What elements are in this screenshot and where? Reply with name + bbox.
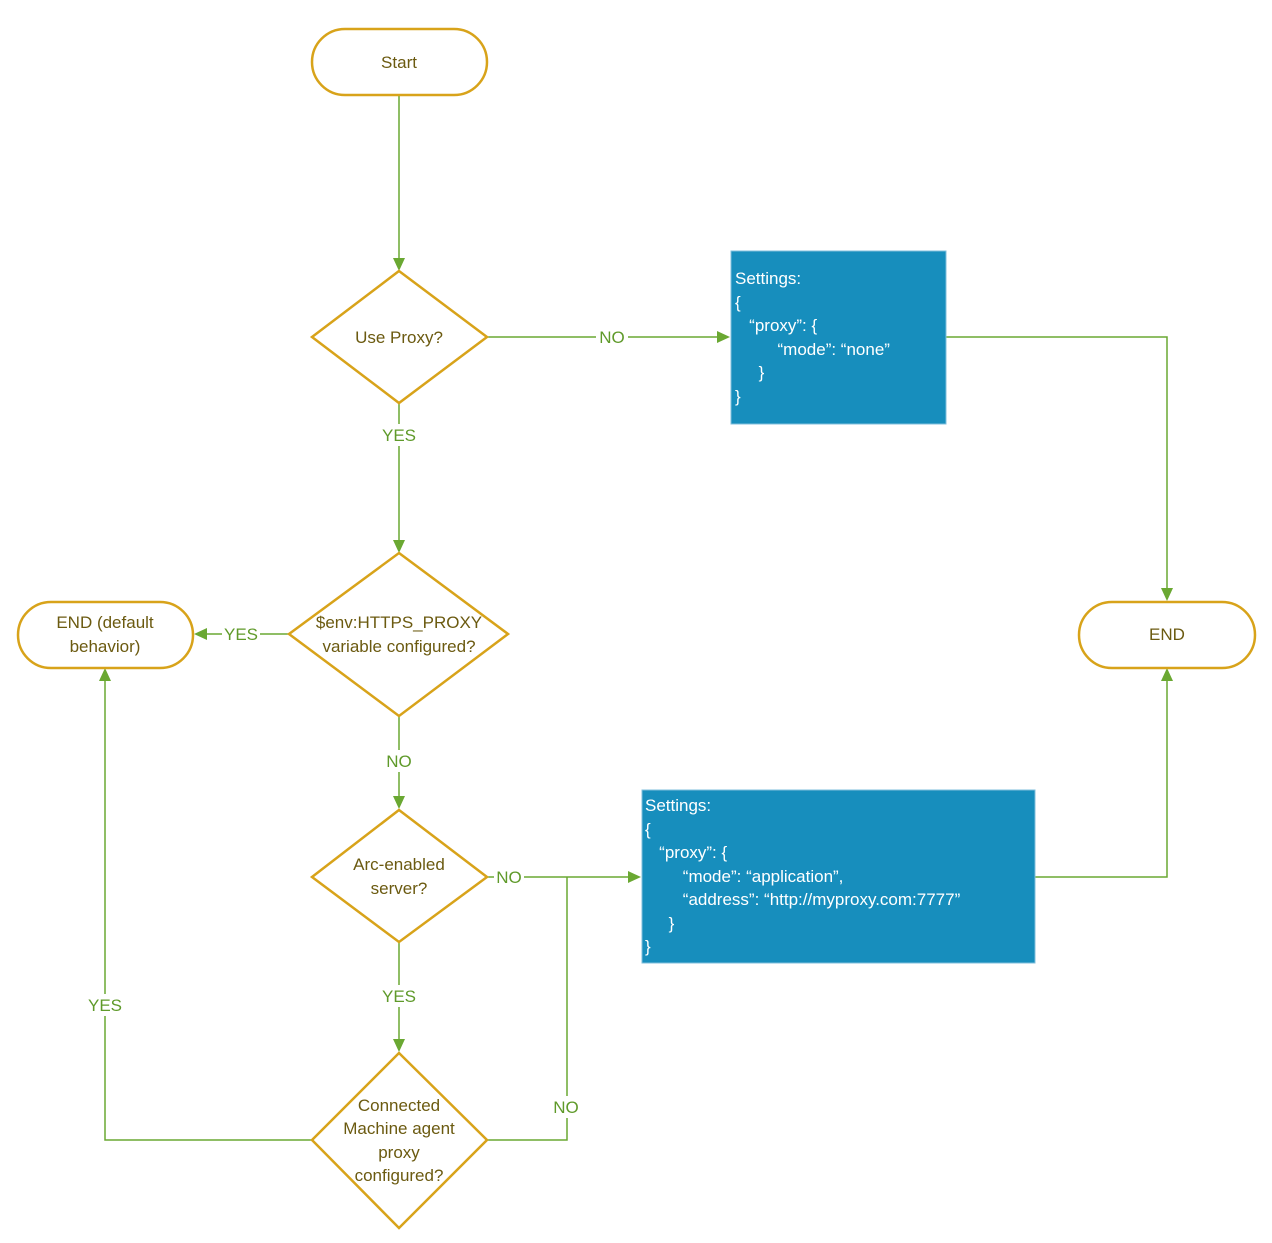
arrowhead xyxy=(1161,668,1173,681)
agent-proxy-label-line2: Machine agent xyxy=(343,1119,455,1138)
arrowhead xyxy=(393,540,405,553)
settings-none-line: } xyxy=(735,363,765,382)
connectors xyxy=(99,96,1173,1141)
settings-app-line: } xyxy=(645,937,651,956)
arrowhead xyxy=(717,331,730,343)
env-proxy-label-line2: variable configured? xyxy=(322,637,475,656)
end-default-label-line2: behavior) xyxy=(70,637,141,656)
settings-app-line: Settings: xyxy=(645,796,711,815)
settings-app-line: “mode”: “application”, xyxy=(645,867,843,886)
label-env-no: NO xyxy=(386,752,412,771)
agent-proxy-label-line4: configured? xyxy=(355,1166,444,1185)
label-agent-no: NO xyxy=(553,1098,579,1117)
start-node: Start xyxy=(310,27,489,97)
arc-enabled-label-line1: Arc-enabled xyxy=(353,855,445,874)
settings-application-box: Settings: { “proxy”: { “mode”: “applicat… xyxy=(641,789,1036,964)
settings-none-line: “mode”: “none” xyxy=(735,340,890,359)
env-proxy-decision: $env:HTTPS_PROXY variable configured? xyxy=(286,551,511,718)
start-label: Start xyxy=(381,53,417,72)
arrowhead xyxy=(393,1039,405,1052)
edge-agent-yes xyxy=(104,681,312,1141)
edge-labels: NO YES YES NO NO YES YES NO xyxy=(86,326,628,1118)
settings-none-line: Settings: xyxy=(735,269,801,288)
settings-none-line: “proxy”: { xyxy=(735,316,818,335)
arrowhead xyxy=(393,796,405,809)
agent-proxy-decision: Connected Machine agent proxy configured… xyxy=(310,1051,489,1230)
use-proxy-label: Use Proxy? xyxy=(355,328,443,347)
settings-app-line: } xyxy=(645,914,675,933)
label-arc-no: NO xyxy=(496,868,522,887)
settings-none-line: } xyxy=(735,387,741,406)
arrowhead xyxy=(1161,588,1173,601)
end-default-label-line1: END (default xyxy=(56,613,154,632)
arrowhead xyxy=(194,628,207,640)
settings-none-box: Settings: { “proxy”: { “mode”: “none” } … xyxy=(730,250,947,425)
edge-settings-app-to-end xyxy=(1035,681,1168,878)
settings-app-line: “proxy”: { xyxy=(645,843,728,862)
agent-proxy-label-line1: Connected xyxy=(358,1096,440,1115)
label-arc-yes: YES xyxy=(382,987,416,1006)
settings-app-line: “address”: “http://myproxy.com:7777” xyxy=(645,890,961,909)
arrowhead xyxy=(99,668,111,681)
arrowhead xyxy=(628,871,641,883)
settings-app-line: { xyxy=(645,820,651,839)
use-proxy-decision: Use Proxy? xyxy=(309,269,490,405)
label-use-proxy-yes: YES xyxy=(382,426,416,445)
arc-enabled-decision: Arc-enabled server? xyxy=(309,808,490,944)
end-node: END xyxy=(1077,600,1257,670)
end-label: END xyxy=(1149,625,1185,644)
agent-proxy-label-line3: proxy xyxy=(378,1143,420,1162)
arc-enabled-label-line2: server? xyxy=(371,879,428,898)
label-env-yes: YES xyxy=(224,625,258,644)
end-default-node: END (default behavior) xyxy=(16,600,195,670)
env-proxy-label-line1: $env:HTTPS_PROXY xyxy=(316,613,482,632)
arrowhead xyxy=(393,258,405,271)
edge-settings-none-to-end xyxy=(946,336,1168,588)
label-agent-yes: YES xyxy=(88,996,122,1015)
label-use-proxy-no: NO xyxy=(599,328,625,347)
edge-agent-no xyxy=(487,877,568,1141)
settings-none-line: { xyxy=(735,293,741,312)
